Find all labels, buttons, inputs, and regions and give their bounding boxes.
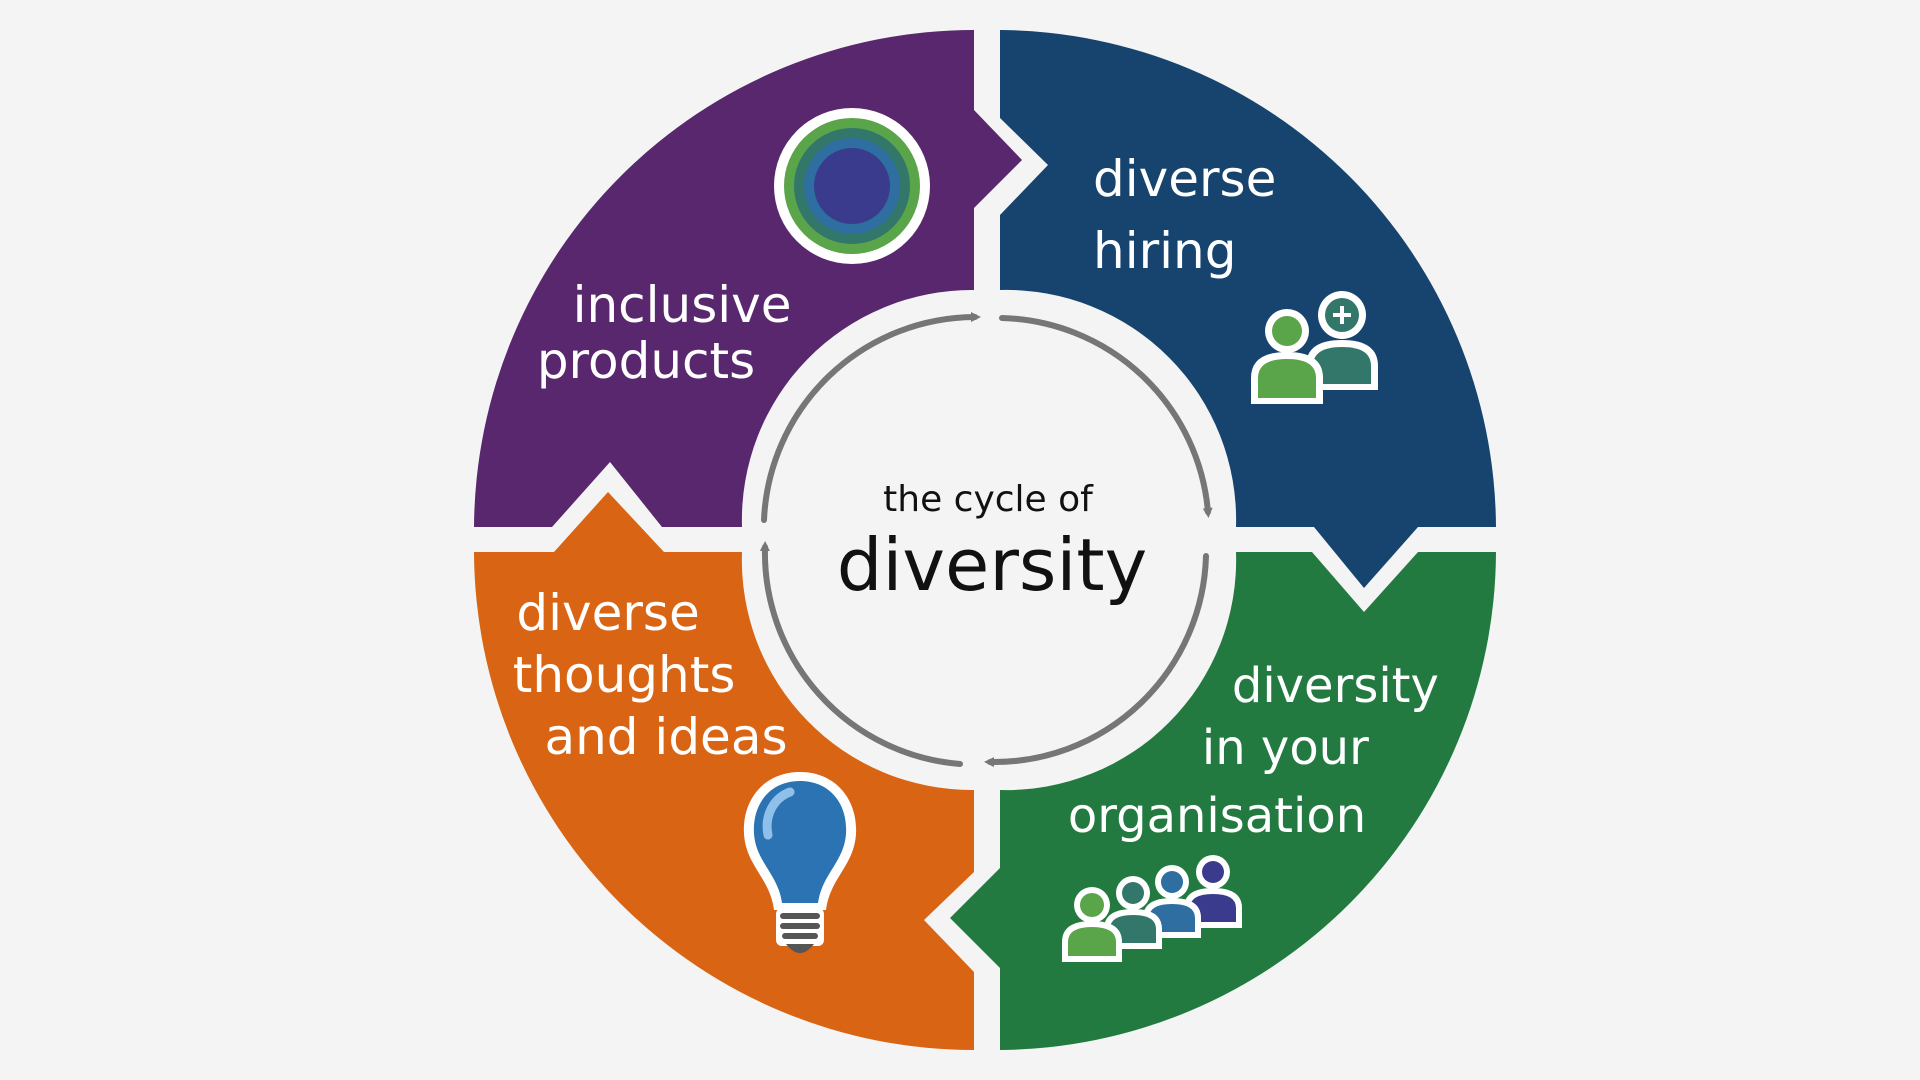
segment-diverse-hiring: diverse hiring: [1000, 30, 1496, 588]
arrow-top-right: [999, 315, 1213, 518]
label-line: products: [537, 332, 755, 390]
segment-diversity-in-your-organisation: diversity in your organisation: [950, 552, 1496, 1050]
label-line: and ideas: [544, 708, 787, 766]
arrow-bottom-left: [759, 541, 963, 767]
label-line: inclusive: [573, 276, 792, 334]
cycle-arrows: [759, 312, 1213, 768]
segment-diverse-thoughts-and-ideas: diverse thoughts and ideas: [474, 492, 974, 1050]
add-person-icon: [1251, 291, 1378, 404]
label-line: diversity: [1232, 658, 1439, 714]
segment-label: diverse hiring: [1093, 150, 1292, 280]
label-line: diverse: [516, 584, 699, 642]
segment-inclusive-products: inclusive products: [474, 30, 1022, 527]
label-line: diverse: [1093, 150, 1276, 208]
segment-shape: [474, 492, 974, 1050]
target-circle-icon: [774, 108, 930, 264]
people-group-icon: [1062, 855, 1242, 962]
segment-label: inclusive products: [537, 276, 808, 390]
label-line: hiring: [1093, 222, 1236, 280]
center-heading: diversity: [837, 523, 1148, 607]
arrow-top-left: [761, 312, 981, 523]
lightbulb-icon: [743, 772, 857, 953]
center-title: the cycle of diversity: [837, 479, 1148, 607]
label-line: in your: [1202, 720, 1369, 776]
segment-label: diverse thoughts and ideas: [513, 584, 788, 766]
label-line: organisation: [1068, 788, 1366, 844]
label-line: thoughts: [513, 646, 736, 704]
center-subtitle: the cycle of: [883, 479, 1094, 520]
arrow-bottom-right: [984, 553, 1209, 768]
segment-shape: [1000, 30, 1496, 588]
segment-label: diversity in your organisation: [1068, 658, 1454, 844]
